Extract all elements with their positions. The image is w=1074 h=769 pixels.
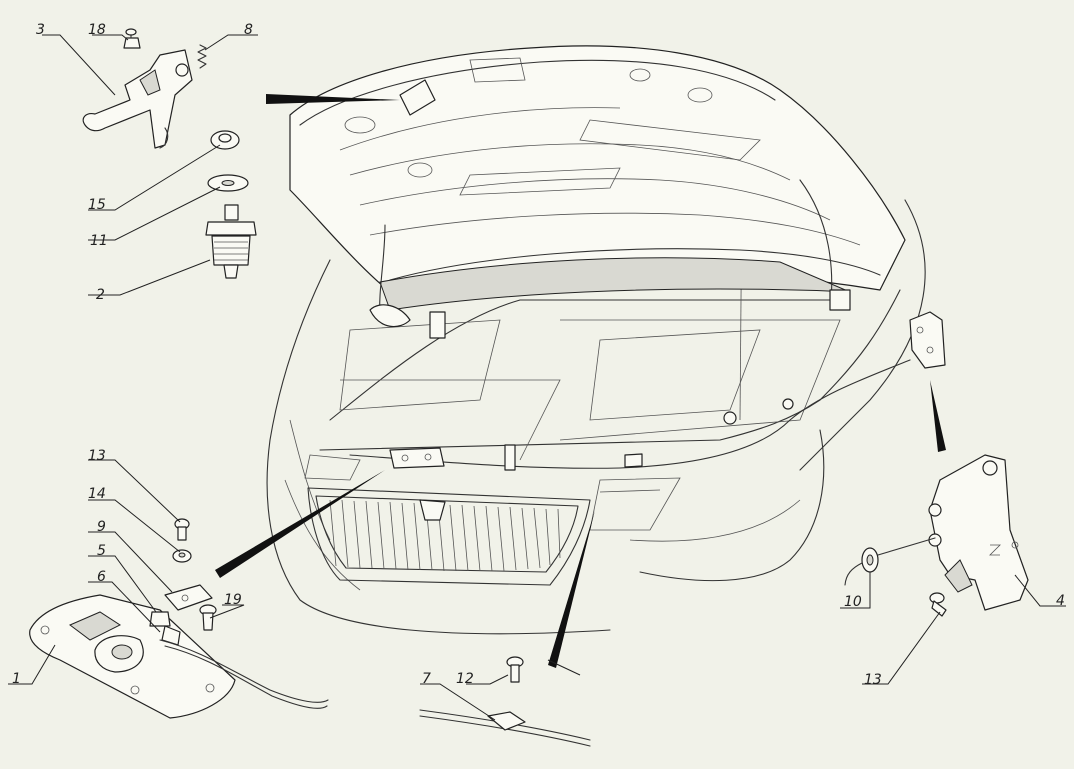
indicator-arrows bbox=[215, 94, 946, 676]
label-14: 14 bbox=[88, 486, 106, 502]
part-15-washer bbox=[210, 130, 240, 150]
label-13-left: 13 bbox=[88, 448, 106, 464]
label-15: 15 bbox=[88, 197, 106, 213]
part-13-bolt-left bbox=[174, 518, 190, 541]
open-hood bbox=[289, 45, 906, 339]
part-10-grommet bbox=[844, 537, 936, 586]
label-8: 8 bbox=[244, 22, 253, 38]
label-12: 12 bbox=[456, 671, 474, 687]
release-cable bbox=[159, 639, 329, 703]
grille-slats bbox=[329, 499, 561, 572]
part-12-bolt bbox=[506, 656, 524, 683]
part-14-washer bbox=[172, 549, 192, 563]
part-9-bracket bbox=[164, 584, 213, 611]
label-2: 2 bbox=[96, 287, 105, 303]
part-1-lock-plate bbox=[29, 594, 236, 719]
leader-lines bbox=[8, 34, 1066, 721]
part-18-bolt bbox=[123, 28, 141, 49]
part-2-lock-pin bbox=[205, 204, 257, 279]
label-3: 3 bbox=[36, 22, 45, 38]
part-13-bolt-right bbox=[929, 592, 947, 617]
label-7: 7 bbox=[422, 671, 431, 687]
part-8-spring bbox=[197, 44, 207, 69]
label-19: 19 bbox=[224, 592, 242, 608]
label-10: 10 bbox=[844, 594, 862, 610]
label-4: 4 bbox=[1056, 593, 1065, 609]
label-11: 11 bbox=[90, 233, 108, 249]
part-3-hook bbox=[82, 49, 193, 149]
part-19-bolt bbox=[199, 604, 217, 631]
part-labels: 3 18 8 15 11 2 13 14 9 5 6 19 1 7 12 10 … bbox=[12, 22, 1065, 688]
latch-on-car-right bbox=[909, 311, 946, 369]
car-front-body bbox=[266, 179, 926, 635]
label-9: 9 bbox=[97, 519, 106, 535]
label-5: 5 bbox=[97, 543, 106, 559]
part-4-latch-bracket bbox=[928, 454, 1029, 611]
part-6-nut bbox=[149, 611, 171, 627]
label-6: 6 bbox=[97, 569, 106, 585]
label-13-right: 13 bbox=[864, 672, 882, 688]
part-7-clip bbox=[419, 709, 591, 747]
label-18: 18 bbox=[88, 22, 106, 38]
label-1: 1 bbox=[12, 671, 21, 687]
part-11-washer bbox=[207, 174, 249, 192]
